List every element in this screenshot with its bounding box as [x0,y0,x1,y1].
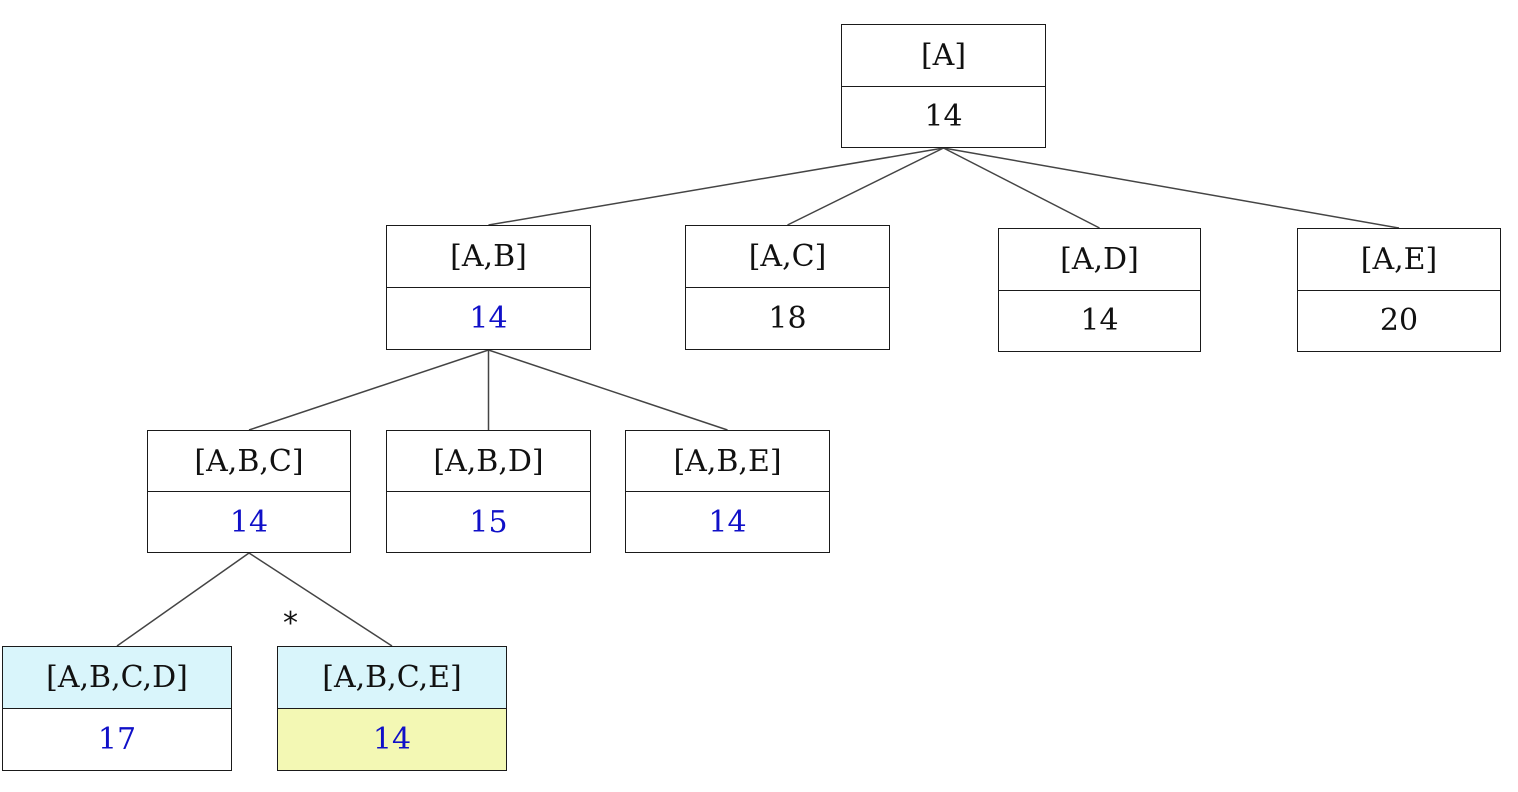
node-label: [A,B,D] [387,431,590,492]
node-a-e: [A,E] 20 [1297,228,1501,352]
node-a-b-c-d: [A,B,C,D] 17 [2,646,232,771]
node-label: [A,B,C] [148,431,350,492]
node-cost: 15 [469,504,508,540]
node-cost: 14 [708,504,747,540]
node-a: [A] 14 [841,24,1046,148]
node-cost: 20 [1379,303,1419,339]
node-label: [A,B,C,D] [3,647,231,709]
node-a-b-c: [A,B,C] 14 [147,430,351,553]
node-label: [A,D] [999,229,1200,291]
edge-a-ad [943,147,1100,229]
node-a-b-c-e: [A,B,C,E] 14 [277,646,507,771]
edge-abc-abce [248,552,393,647]
edge-a-ae [943,147,1400,229]
best-solution-marker: * [283,606,298,641]
edge-abc-abcd [116,552,250,647]
edge-ab-abc [248,349,489,431]
node-a-b-d: [A,B,D] 15 [386,430,591,553]
node-cost: 14 [469,301,508,336]
node-cost: 18 [768,301,807,336]
node-cost: 14 [924,99,963,135]
node-cost: 14 [1080,303,1119,339]
node-a-b: [A,B] 14 [386,225,591,350]
node-label: [A,B,C,E] [278,647,506,709]
node-label: [A,E] [1298,229,1500,291]
edge-ab-abe [488,349,728,431]
node-label: [A] [842,25,1045,87]
node-a-c: [A,C] 18 [685,225,890,350]
node-cost: 14 [278,709,506,770]
node-cost: 14 [229,504,269,540]
node-label: [A,C] [686,226,889,288]
node-a-b-e: [A,B,E] 14 [625,430,830,553]
edge-a-ac [787,147,944,226]
node-label: [A,B] [387,226,590,288]
edge-a-ab [488,147,944,226]
node-cost: 17 [97,722,137,757]
node-a-d: [A,D] 14 [998,228,1201,352]
node-label: [A,B,E] [626,431,829,492]
